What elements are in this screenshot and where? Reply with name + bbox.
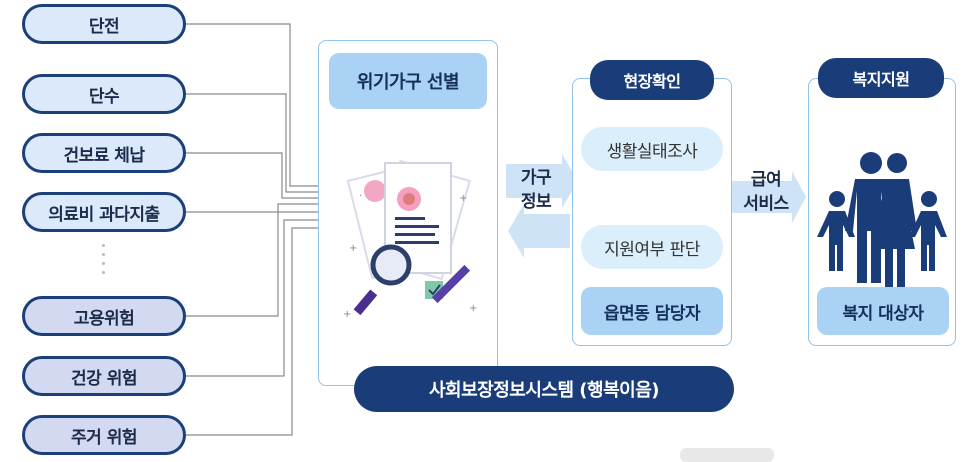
watermark-box	[680, 448, 774, 462]
step-life-survey: 생활실태조사	[581, 127, 723, 171]
risk-factor-insurance-arrears: 건보료 체납	[22, 133, 186, 173]
risk-factor-housing: 주거 위험	[22, 415, 186, 455]
svg-text:+: +	[343, 309, 351, 320]
step-support-decision: 지원여부 판단	[581, 225, 723, 269]
welfare-support-panel: 복지 대상자	[808, 78, 956, 346]
svg-text:+: +	[469, 303, 477, 314]
risk-factor-power-cut: 단전	[22, 4, 186, 44]
svg-text:·: ·	[359, 191, 362, 202]
risk-factor-employment: 고용위험	[22, 296, 186, 336]
benefit-line-1: 급여	[750, 170, 782, 190]
crisis-selection-panel: 위기가구 선별 · + + + +	[318, 40, 498, 386]
household-info-line-2: 정보	[520, 192, 552, 212]
ellipsis-dots	[102, 244, 106, 280]
welfare-target-label: 복지 대상자	[817, 287, 949, 335]
risk-factor-health: 건강 위험	[22, 356, 186, 396]
household-info-label: 가구 정보	[516, 166, 556, 214]
social-security-system-banner: 사회보장정보시스템 (행복이음)	[354, 366, 734, 412]
benefit-service-label: 급여 서비스	[736, 168, 796, 216]
svg-text:+: +	[349, 243, 357, 254]
field-check-panel: 생활실태조사 지원여부 판단 읍면동 담당자	[572, 78, 732, 346]
document-review-illustration-icon: · + + + +	[343, 159, 477, 320]
household-info-line-1: 가구	[520, 168, 552, 188]
family-icon	[817, 152, 947, 289]
field-check-title: 현장확인	[590, 60, 714, 100]
svg-text:+: +	[459, 193, 467, 204]
risk-factor-water-cut: 단수	[22, 74, 186, 114]
welfare-support-title: 복지지원	[818, 58, 944, 98]
risk-factor-medical-expenses: 의료비 과다지출	[22, 192, 186, 232]
local-officer-label: 읍면동 담당자	[581, 287, 723, 335]
crisis-selection-title: 위기가구 선별	[329, 53, 487, 109]
benefit-line-2: 서비스	[743, 194, 789, 214]
